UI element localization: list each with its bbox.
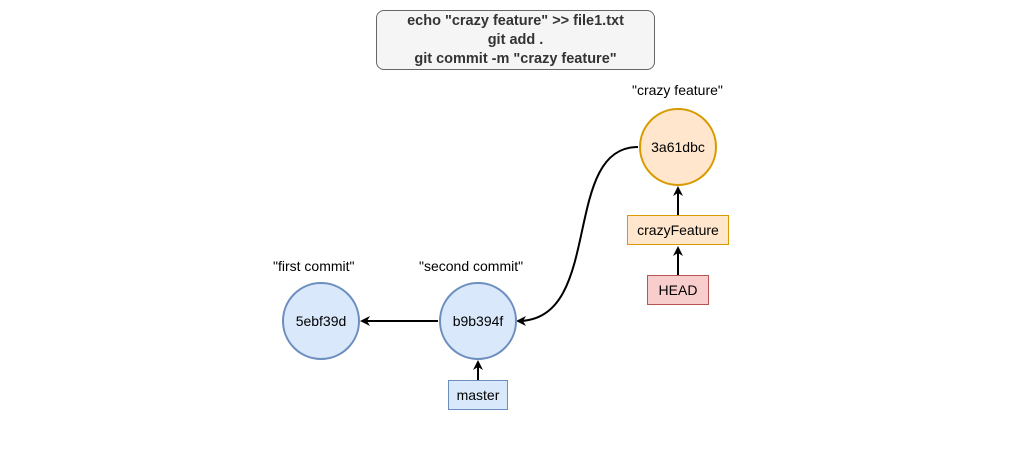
command-line-add: git add . [487,31,544,48]
third-commit-message: "crazy feature" [632,82,723,98]
command-box: echo "crazy feature" >> file1.txt git ad… [376,10,655,70]
branch-ref-crazyfeature: crazyFeature [627,215,729,245]
head-ref: HEAD [647,275,709,305]
commit-hash: b9b394f [452,313,504,329]
edge-third-to-second [516,146,639,326]
commit-node-third: 3a61dbc [639,108,717,186]
commit-node-second: b9b394f [439,282,517,360]
branch-ref-master: master [448,380,508,410]
first-commit-message: "first commit" [273,258,355,274]
commit-node-first: 5ebf39d [282,282,360,360]
command-line-commit: git commit -m "crazy feature" [414,50,617,67]
second-commit-message: "second commit" [419,258,524,274]
commit-hash: 5ebf39d [295,313,347,329]
command-line-echo: echo "crazy feature" >> file1.txt [407,12,624,29]
commit-hash: 3a61dbc [651,139,705,155]
